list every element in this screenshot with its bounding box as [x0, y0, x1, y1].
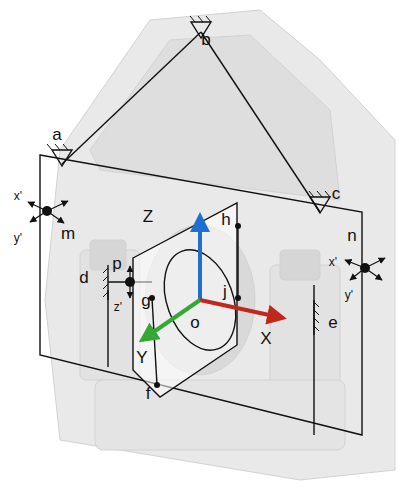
support-label: c — [332, 185, 341, 202]
support-label: b — [201, 31, 210, 48]
point-label: n — [347, 227, 356, 244]
axis-name: Z — [143, 208, 153, 225]
axis-name: Y — [136, 349, 147, 366]
support-label: d — [79, 269, 88, 286]
axis-label: z' — [114, 301, 122, 313]
point-label: g — [141, 292, 150, 309]
point-label: f — [146, 385, 151, 402]
axis-label: x' — [14, 190, 22, 202]
axis-label: y' — [14, 232, 22, 244]
point-label: h — [221, 211, 230, 228]
axis-name: X — [260, 330, 271, 347]
support-label: a — [52, 126, 61, 143]
point-label: j — [223, 283, 227, 300]
origin-label: o — [190, 314, 199, 331]
axis-label: x' — [329, 256, 337, 268]
point-label: m — [61, 225, 75, 242]
support-label: e — [328, 314, 337, 331]
point-label: p — [112, 255, 121, 272]
axis-label: y' — [345, 289, 353, 301]
